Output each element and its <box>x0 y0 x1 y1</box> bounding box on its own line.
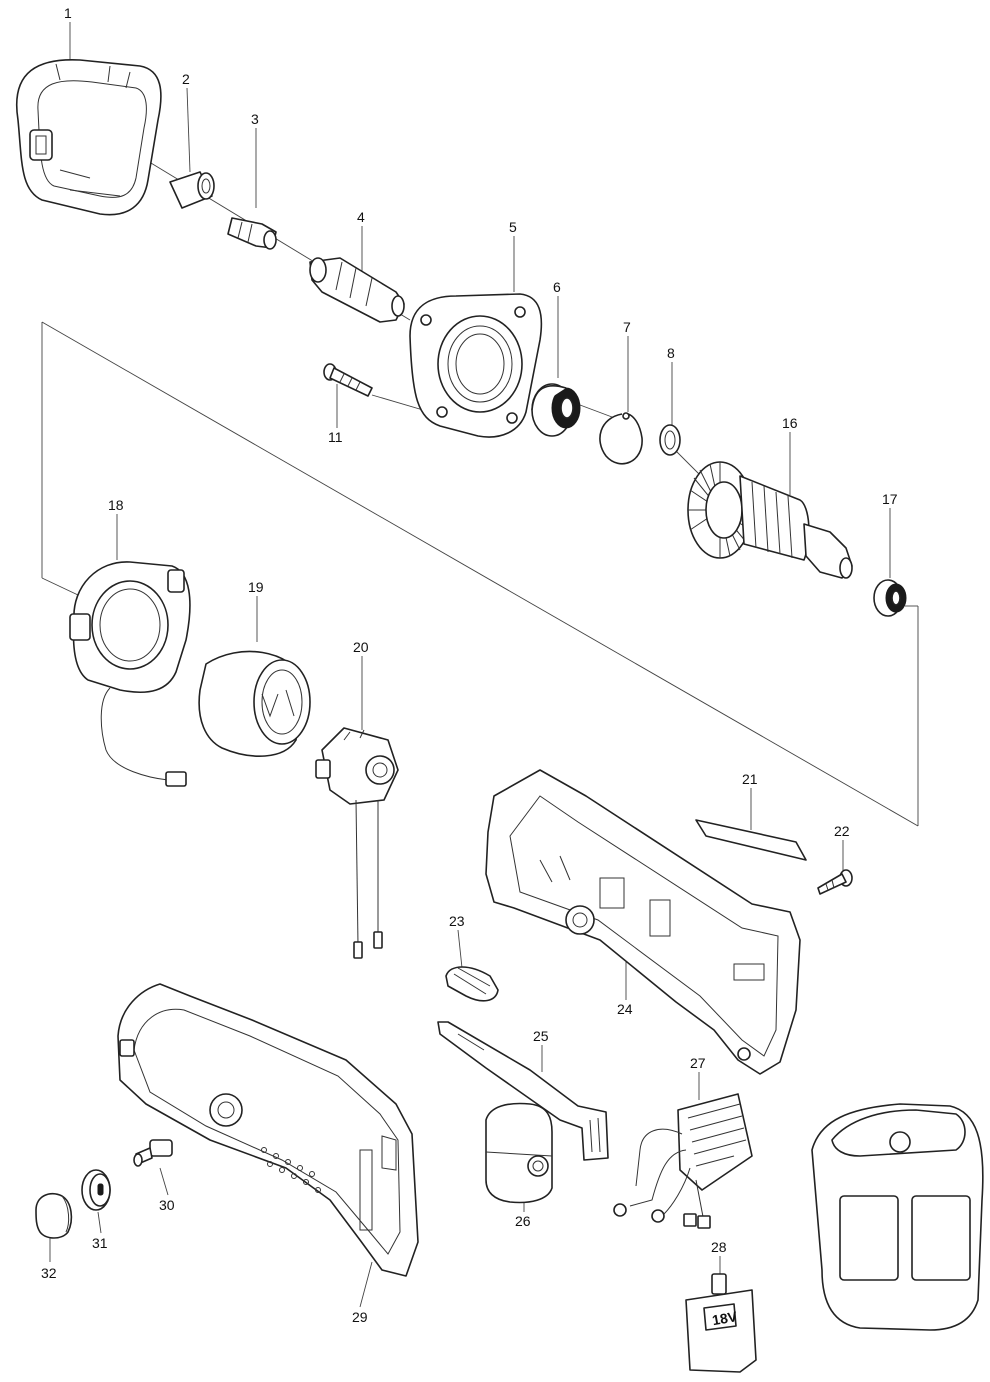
callout-24: 24 <box>617 1001 633 1017</box>
callout-4: 4 <box>357 209 365 225</box>
part-11-screw <box>323 363 373 397</box>
part-2-nut <box>169 171 215 209</box>
part-31-cap <box>81 1169 111 1211</box>
part-24-housing-right <box>485 769 801 1075</box>
callout-31: 31 <box>92 1235 108 1251</box>
part-29-housing-left <box>117 983 419 1277</box>
callout-23: 23 <box>449 913 465 929</box>
voltage-stamp: 18V <box>711 1308 739 1328</box>
callout-32: 32 <box>41 1265 57 1281</box>
callout-19: 19 <box>248 579 264 595</box>
callout-1: 1 <box>64 5 72 21</box>
part-19-field-stator <box>198 650 311 757</box>
callout-21: 21 <box>742 771 758 787</box>
vent-dots <box>261 1147 321 1193</box>
callout-29: 29 <box>352 1309 368 1325</box>
part-30-post <box>133 1139 173 1167</box>
callout-18: 18 <box>108 497 124 513</box>
part-4-spindle <box>309 257 405 323</box>
part-7-retaining-ring <box>599 412 643 465</box>
callout-6: 6 <box>553 279 561 295</box>
part-3-collet <box>227 217 277 250</box>
part-8-small-ring <box>659 424 681 456</box>
callout-7: 7 <box>623 319 631 335</box>
part-20-switch <box>315 727 399 959</box>
part-5-bearing-housing <box>409 293 543 438</box>
part-27-controller <box>613 1093 753 1229</box>
callout-30: 30 <box>159 1197 175 1213</box>
part-25-switch-bar <box>437 1021 609 1161</box>
callout-leaders <box>49 22 891 1308</box>
callout-17: 17 <box>882 491 898 507</box>
callout-28: 28 <box>711 1239 727 1255</box>
callout-27: 27 <box>690 1055 706 1071</box>
battery-pack <box>811 1103 984 1331</box>
part-18-baffle-plate <box>69 561 191 787</box>
part-1-front-cover <box>15 59 162 216</box>
callout-11: 11 <box>328 429 343 445</box>
callout-16: 16 <box>782 415 798 431</box>
part-21-label-strip <box>695 819 807 861</box>
callout-8: 8 <box>667 345 675 361</box>
callout-5: 5 <box>509 219 517 235</box>
part-17-bearing <box>873 579 907 617</box>
callout-22: 22 <box>834 823 850 839</box>
part-16-armature <box>687 461 853 579</box>
part-23-switch-lever <box>445 966 499 1002</box>
part-26-brush-holder <box>485 1102 553 1204</box>
part-32-end-cap <box>35 1192 73 1239</box>
callout-20: 20 <box>353 639 369 655</box>
callout-labels: 1 2 3 4 5 6 7 8 11 16 17 18 19 20 21 22 … <box>41 5 898 1325</box>
assembly-lines <box>41 119 919 827</box>
part-6-ball-bearing <box>531 383 581 437</box>
callout-3: 3 <box>251 111 259 127</box>
callout-26: 26 <box>515 1213 531 1229</box>
part-28-terminal-plate: 18V <box>685 1273 757 1373</box>
callout-2: 2 <box>182 71 190 87</box>
part-22-screw <box>817 869 853 895</box>
callout-25: 25 <box>533 1028 549 1044</box>
